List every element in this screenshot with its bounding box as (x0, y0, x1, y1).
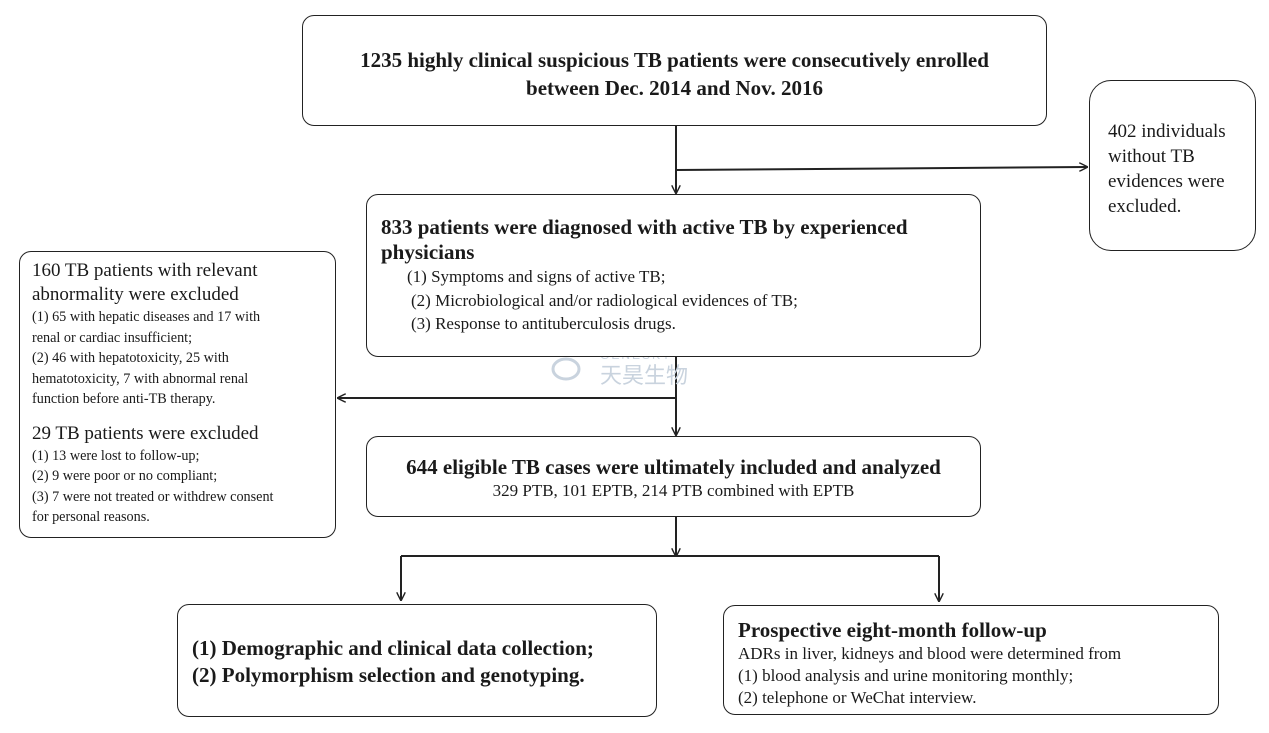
criterion-2: (2) Microbiological and/or radiological … (411, 290, 798, 310)
non-tb-line: without TB (1108, 146, 1195, 167)
non-tb-line: evidences were (1108, 171, 1225, 192)
followup-excluded-line: for personal reasons. (32, 509, 150, 525)
abnormal-title-line-1: 160 TB patients with relevant (32, 260, 258, 281)
excluded-patients-box: 160 TB patients with relevant abnormalit… (19, 251, 336, 538)
criterion-1: (1) Symptoms and signs of active TB; (407, 267, 666, 286)
non-tb-excluded-box: 402 individuals without TB evidences wer… (1089, 80, 1256, 251)
followup-excluded-title: 29 TB patients were excluded (32, 422, 259, 444)
enrolled-line-2: between Dec. 2014 and Nov. 2016 (526, 76, 823, 100)
followup-line: (2) telephone or WeChat interview. (738, 688, 977, 707)
followup-title: Prospective eight-month follow-up (738, 618, 1047, 642)
followup-excluded-line: (3) 7 were not treated or withdrew conse… (32, 488, 274, 505)
followup-excluded-line: (1) 13 were lost to follow-up; (32, 447, 200, 464)
followup-line: ADRs in liver, kidneys and blood were de… (738, 644, 1122, 663)
data-collection-line-1: (1) Demographic and clinical data collec… (192, 636, 594, 660)
abnormal-detail-line: renal or cardiac insufficient; (32, 329, 193, 346)
abnormal-detail-line: (1) 65 with hepatic diseases and 17 with (32, 309, 261, 325)
non-tb-line: excluded. (1108, 196, 1182, 217)
enrolled-line-1: 1235 highly clinical suspicious TB patie… (360, 48, 989, 72)
eligible-box: 644 eligible TB cases were ultimately in… (366, 436, 981, 517)
diagnosed-title-line-1: 833 patients were diagnosed with active … (381, 215, 908, 239)
data-collection-box: (1) Demographic and clinical data collec… (177, 604, 657, 717)
followup-excluded-line: (2) 9 were poor or no compliant; (32, 468, 218, 484)
eligible-subtitle: 329 PTB, 101 EPTB, 214 PTB combined with… (492, 481, 855, 500)
diagnosed-box: 833 patients were diagnosed with active … (366, 194, 981, 357)
watermark-cjk: 天昊生物 (600, 364, 688, 387)
abnormal-detail-line: (2) 46 with hepatotoxicity, 25 with (32, 350, 229, 366)
diagnosed-title-line-2: physicians (381, 240, 475, 264)
enrolled-box: 1235 highly clinical suspicious TB patie… (302, 15, 1047, 126)
abnormal-title-line-2: abnormality were excluded (32, 284, 239, 305)
abnormal-detail-line: function before anti-TB therapy. (32, 391, 216, 407)
criterion-3: (3) Response to antituberculosis drugs. (411, 314, 676, 333)
followup-box: Prospective eight-month follow-up ADRs i… (723, 605, 1219, 715)
eligible-title: 644 eligible TB cases were ultimately in… (406, 455, 941, 479)
data-collection-line-2: (2) Polymorphism selection and genotypin… (192, 663, 585, 687)
abnormal-detail-line: hematotoxicity, 7 with abnormal renal (32, 370, 249, 387)
watermark-icon (551, 357, 581, 381)
non-tb-line: 402 individuals (1108, 121, 1226, 142)
followup-line: (1) blood analysis and urine monitoring … (738, 666, 1074, 685)
arrow-to-non-tb (675, 167, 1087, 170)
